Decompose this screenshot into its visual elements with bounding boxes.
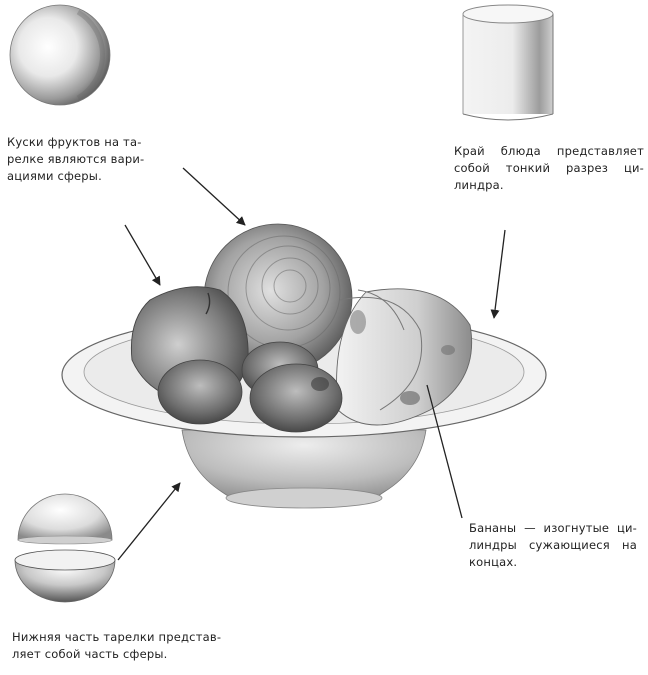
caption-rim-cylinder: Край блюда представляет собой тонкий раз… xyxy=(454,143,644,194)
caption-line: линдры сужающиеся на xyxy=(469,537,637,554)
fruit-group xyxy=(131,224,471,432)
arrow-to-apple xyxy=(125,225,160,285)
caption-line: релке являются вари- xyxy=(7,151,179,168)
caption-line: линдра. xyxy=(454,177,644,194)
caption-line: концах. xyxy=(469,554,637,571)
caption-line: Край блюда представляет xyxy=(454,143,644,160)
cylinder-figure xyxy=(463,5,553,120)
arrow-to-rim xyxy=(494,230,505,318)
caption-line: Нижняя часть тарелки представ- xyxy=(12,629,252,646)
caption-line: ациями сферы. xyxy=(7,168,179,185)
arrow-to-orange xyxy=(183,168,245,225)
caption-bowl-bottom: Нижняя часть тарелки представ- ляет собо… xyxy=(12,629,252,663)
sphere-figure xyxy=(10,5,110,105)
caption-line: собой тонкий разрез ци- xyxy=(454,160,644,177)
caption-line: Куски фруктов на та- xyxy=(7,134,179,151)
caption-line: ляет собой часть сферы. xyxy=(12,646,252,663)
caption-fruit-spheres: Куски фруктов на та- релке являются вари… xyxy=(7,134,179,185)
caption-bananas: Бананы — изогнутые ци- линдры сужающиеся… xyxy=(469,520,637,571)
caption-line: Бананы — изогнутые ци- xyxy=(469,520,637,537)
arrow-to-bowl-bottom xyxy=(118,483,180,560)
half-sphere-figures xyxy=(15,494,115,602)
